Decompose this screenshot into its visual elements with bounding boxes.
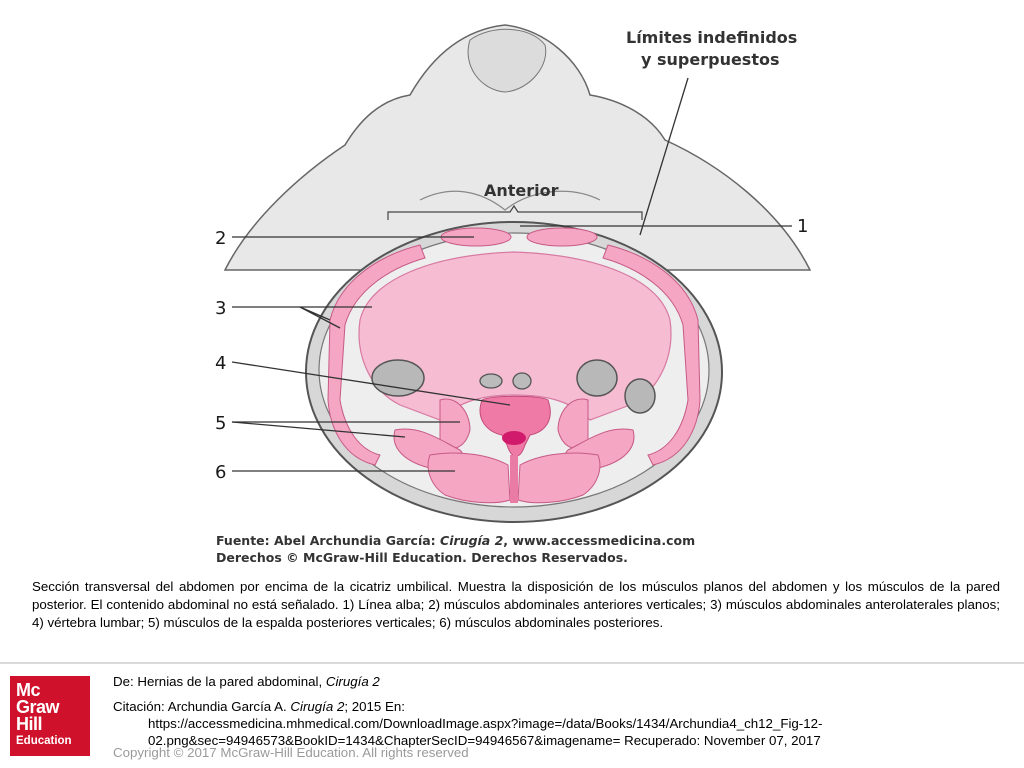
citation-book: Cirugía 2 (290, 699, 345, 714)
label-4: 4 (215, 353, 226, 374)
kidney-left (371, 359, 425, 397)
citation-prefix: Citación: Archundia García A. (113, 699, 291, 714)
figure-title-line2: y superpuestos (641, 50, 780, 69)
anterior-label: Anterior (484, 181, 559, 200)
figure-title-line1: Límites indefinidos (626, 28, 797, 47)
de-prefix: De: Hernias de la pared abdominal, (113, 674, 326, 689)
leader-lines (231, 77, 792, 472)
aorta (479, 373, 503, 389)
label-3: 3 (215, 298, 226, 319)
anterior-bracket (387, 204, 643, 220)
label-1: 1 (797, 216, 808, 237)
citation-suffix: ; 2015 En: (344, 699, 405, 714)
label-2: 2 (215, 228, 226, 249)
logo-line1: Mc (16, 680, 41, 700)
source-prefix: Fuente: Abel Archundia García: (216, 533, 440, 548)
rectus-right (526, 227, 598, 247)
logo-line2: Graw (16, 697, 60, 717)
source-book: Cirugía 2 (440, 533, 503, 548)
figure-caption: Sección transversal del abdomen por enci… (32, 579, 1000, 630)
de-book: Cirugía 2 (325, 674, 380, 689)
de-line: De: Hernias de la pared abdominal, Cirug… (113, 673, 1013, 690)
credits-block: De: Hernias de la pared abdominal, Cirug… (113, 673, 1013, 749)
mcgraw-hill-logo: Mc Graw Hill Education (10, 676, 90, 756)
label-5: 5 (215, 413, 226, 434)
citation-line: Citación: Archundia García A. Cirugía 2;… (113, 698, 1013, 715)
divider (0, 662, 1024, 664)
source-suffix: , www.accessmedicina.com (503, 533, 695, 548)
kidney-right-2 (624, 378, 656, 414)
figure-source-line2: Derechos © McGraw-Hill Education. Derech… (216, 550, 628, 565)
logo-line4: Education (16, 735, 72, 747)
body-silhouette (223, 24, 812, 271)
figure-source-line1: Fuente: Abel Archundia García: Cirugía 2… (216, 533, 695, 548)
label-6: 6 (215, 462, 226, 483)
url-line2[interactable]: 02.png&sec=94946573&BookID=1434&ChapterS… (148, 733, 821, 748)
vena-cava (512, 372, 532, 390)
vertebra-group (393, 395, 635, 504)
url-line1[interactable]: https://accessmedicina.mhmedical.com/Dow… (148, 716, 823, 731)
lateral-flat-muscles (327, 244, 701, 466)
copyright-text: Copyright © 2017 McGraw-Hill Education. … (113, 745, 469, 760)
logo-line3: Hill (16, 714, 43, 734)
abdomen-cross-section-figure: Límites indefinidos y superpuestos Anter… (215, 24, 812, 565)
kidney-right (576, 359, 618, 397)
